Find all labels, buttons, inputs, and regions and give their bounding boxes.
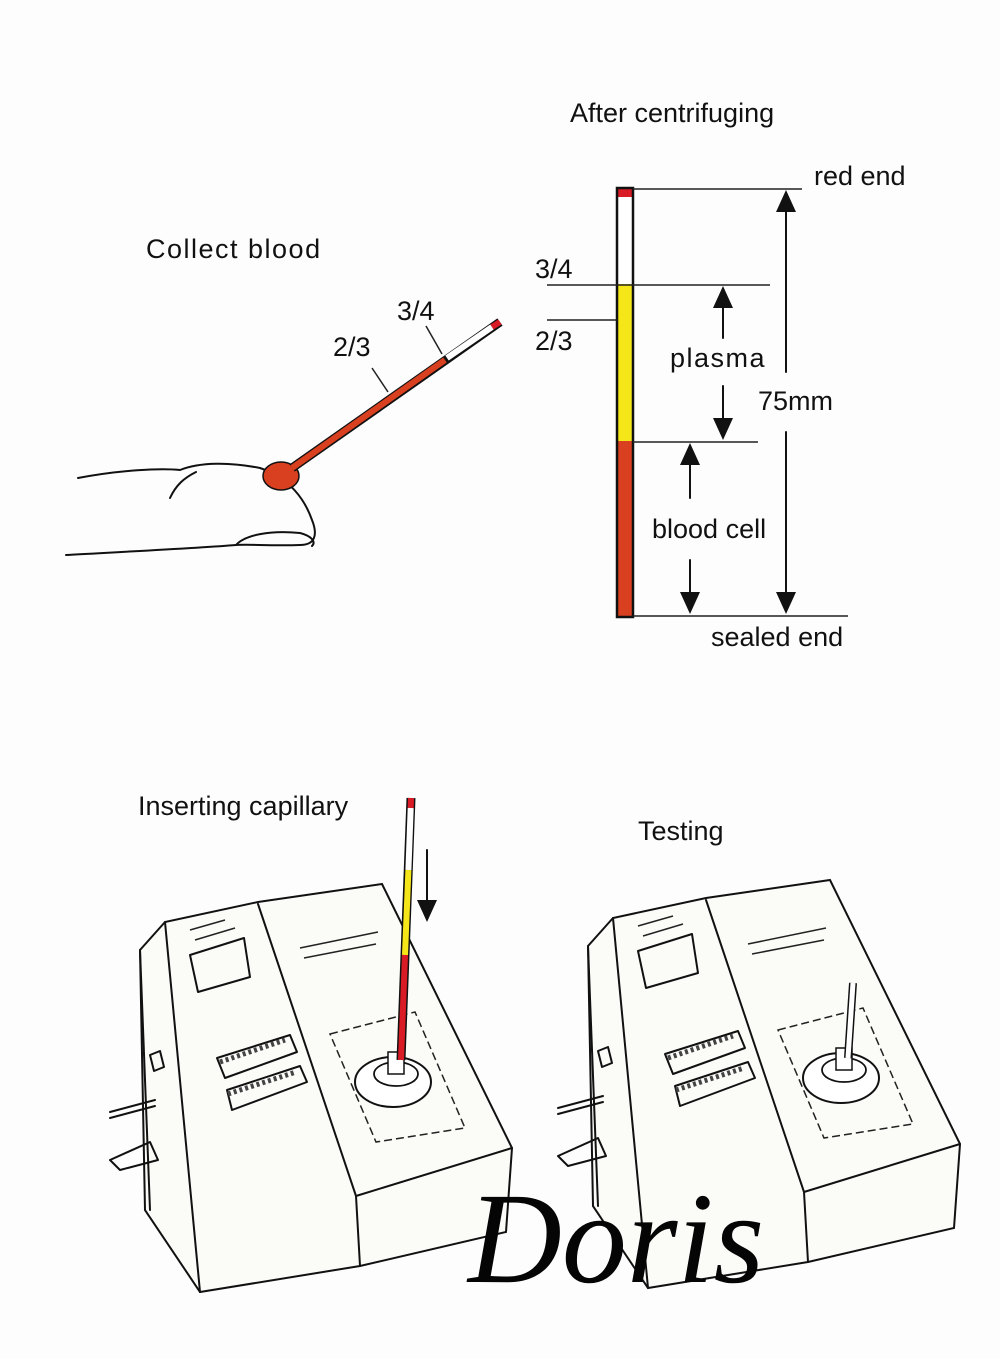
blood-drop: [262, 461, 300, 491]
control-buttons: [216, 1034, 308, 1111]
centrifuged-tube-section: After centrifuging red end sealed end 3/…: [535, 98, 906, 652]
collect-blood-title: Collect blood: [146, 234, 322, 264]
rotor-plate: [328, 1011, 467, 1143]
tube-empty-section: [617, 197, 633, 284]
tube-red-end-cap: [617, 188, 633, 197]
collect-mark-34: 3/4: [397, 296, 435, 326]
blood-cell-label: blood cell: [652, 514, 766, 544]
power-plug: [109, 1050, 165, 1171]
tube-blood-cell-section: [617, 441, 633, 617]
testing-capillary-stub: [844, 982, 857, 1059]
red-end-label: red end: [814, 161, 906, 191]
length-label: 75mm: [758, 386, 833, 416]
tube-plasma-section: [617, 284, 633, 441]
mark-23-label: 2/3: [535, 326, 573, 356]
plasma-label: plasma: [670, 343, 766, 373]
collect-capillary: [289, 318, 503, 472]
finger-outline: [65, 462, 316, 556]
collect-blood-section: Collect blood 2/3 3/4: [65, 234, 503, 556]
mark-23-leader: [371, 367, 389, 393]
display-screen: [189, 937, 251, 993]
mark-34-leader: [425, 325, 443, 355]
testing-title: Testing: [638, 816, 724, 846]
brand-label: [299, 931, 379, 959]
mark-34-label: 3/4: [535, 254, 573, 284]
sealed-end-label: sealed end: [711, 622, 843, 652]
tube-outline: [615, 186, 635, 619]
after-centrifuging-title: After centrifuging: [570, 98, 774, 128]
inserted-capillary: [396, 797, 416, 1061]
fingernail: [169, 471, 315, 547]
collect-mark-23: 2/3: [333, 332, 371, 362]
doris-signature: Doris: [466, 1167, 764, 1311]
inserting-capillary-title: Inserting capillary: [138, 791, 349, 821]
capillary-tube: [615, 186, 635, 619]
hematocrit-machine-inserting: [109, 882, 514, 1294]
